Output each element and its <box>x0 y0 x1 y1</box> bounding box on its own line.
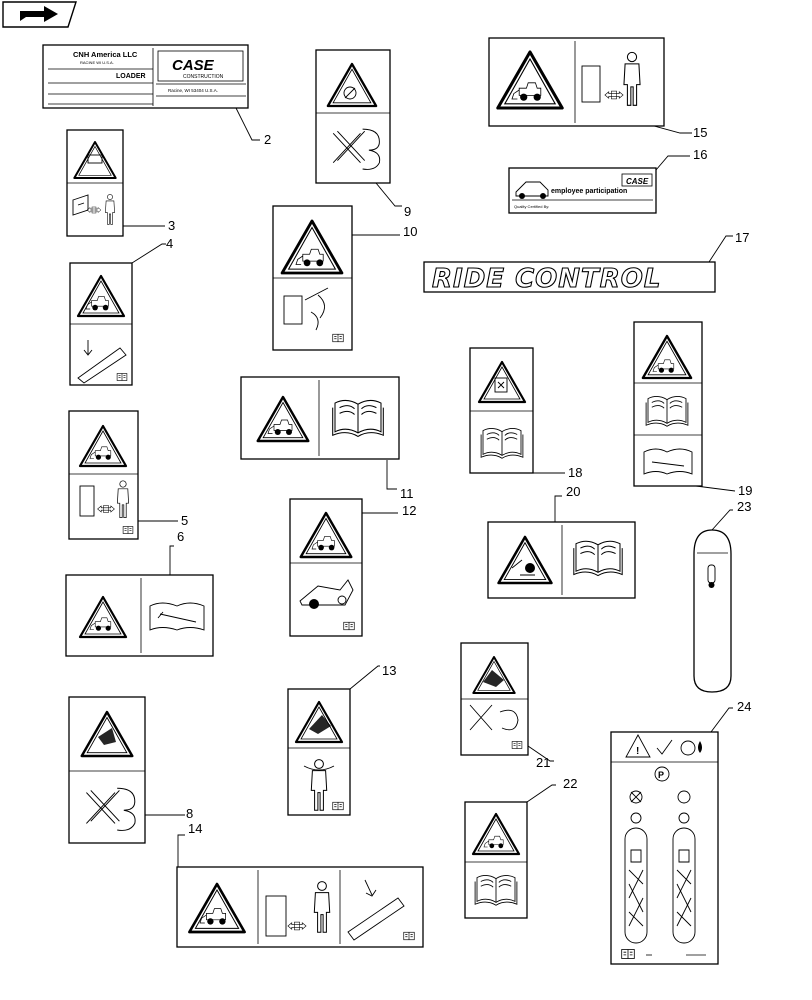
callout-3: 3 <box>168 218 175 233</box>
decal-14 <box>176 866 424 948</box>
plate-product: LOADER <box>116 73 146 80</box>
decal-13 <box>287 688 351 816</box>
callout-19: 19 <box>738 483 752 498</box>
decal-18 <box>469 347 534 474</box>
callout-23: 23 <box>737 499 751 514</box>
decal-17-ride-control: RIDE CONTROL <box>423 261 716 295</box>
callout-8: 8 <box>186 806 193 821</box>
callout-15: 15 <box>693 125 707 140</box>
decal-16: employee participation CASE Quality Cert… <box>508 167 657 214</box>
callout-14: 14 <box>188 821 202 836</box>
decal-8 <box>68 696 146 844</box>
decal-3 <box>66 129 124 237</box>
callout-11: 11 <box>400 486 414 501</box>
forward-arrow-icon[interactable] <box>2 1 77 28</box>
decal-19 <box>633 321 703 487</box>
plate-address: Racine, WI 53404 U.S.A. <box>168 88 218 93</box>
callout-6: 6 <box>177 529 184 544</box>
plate-brand-sub: CONSTRUCTION <box>183 74 224 80</box>
decal-9 <box>315 49 391 184</box>
callout-12: 12 <box>402 503 416 518</box>
decal16-brand: CASE <box>626 177 649 186</box>
callout-24: 24 <box>737 699 751 714</box>
decal-12 <box>289 498 363 637</box>
decal-5 <box>68 410 139 540</box>
decal-24-control-panel: ! P <box>610 731 719 965</box>
callout-22: 22 <box>563 776 577 791</box>
decal-2-identification-plate: CNH America LLC RACINE WI U.S.A. LOADER … <box>42 44 249 109</box>
callout-10: 10 <box>403 224 417 239</box>
decal-20 <box>487 521 636 599</box>
callout-16: 16 <box>693 147 707 162</box>
plate-company: CNH America LLC <box>73 50 138 59</box>
callout-21: 21 <box>536 755 550 770</box>
plate-company-sub: RACINE WI U.S.A. <box>80 60 114 65</box>
callout-5: 5 <box>181 513 188 528</box>
callout-20: 20 <box>566 484 580 499</box>
svg-text:P: P <box>658 770 664 780</box>
plate-brand: CASE <box>172 57 215 74</box>
decal16-footer: Quality Certified By: <box>514 204 549 209</box>
svg-text:!: ! <box>636 746 639 757</box>
decal16-text: employee participation <box>551 188 627 195</box>
decal-11 <box>240 376 400 460</box>
callout-17: 17 <box>735 230 749 245</box>
decal-4 <box>69 262 133 386</box>
callout-4: 4 <box>166 236 173 251</box>
callout-13: 13 <box>382 663 396 678</box>
decal17-text: RIDE CONTROL <box>432 264 661 294</box>
callout-2: 2 <box>264 132 271 147</box>
decal-21 <box>460 642 529 756</box>
decal-10 <box>272 205 353 351</box>
decal-22 <box>464 801 528 919</box>
decal-15 <box>488 37 665 127</box>
callout-18: 18 <box>568 465 582 480</box>
callout-9: 9 <box>404 204 411 219</box>
decal-23 <box>693 529 732 693</box>
decal-6 <box>65 574 214 657</box>
